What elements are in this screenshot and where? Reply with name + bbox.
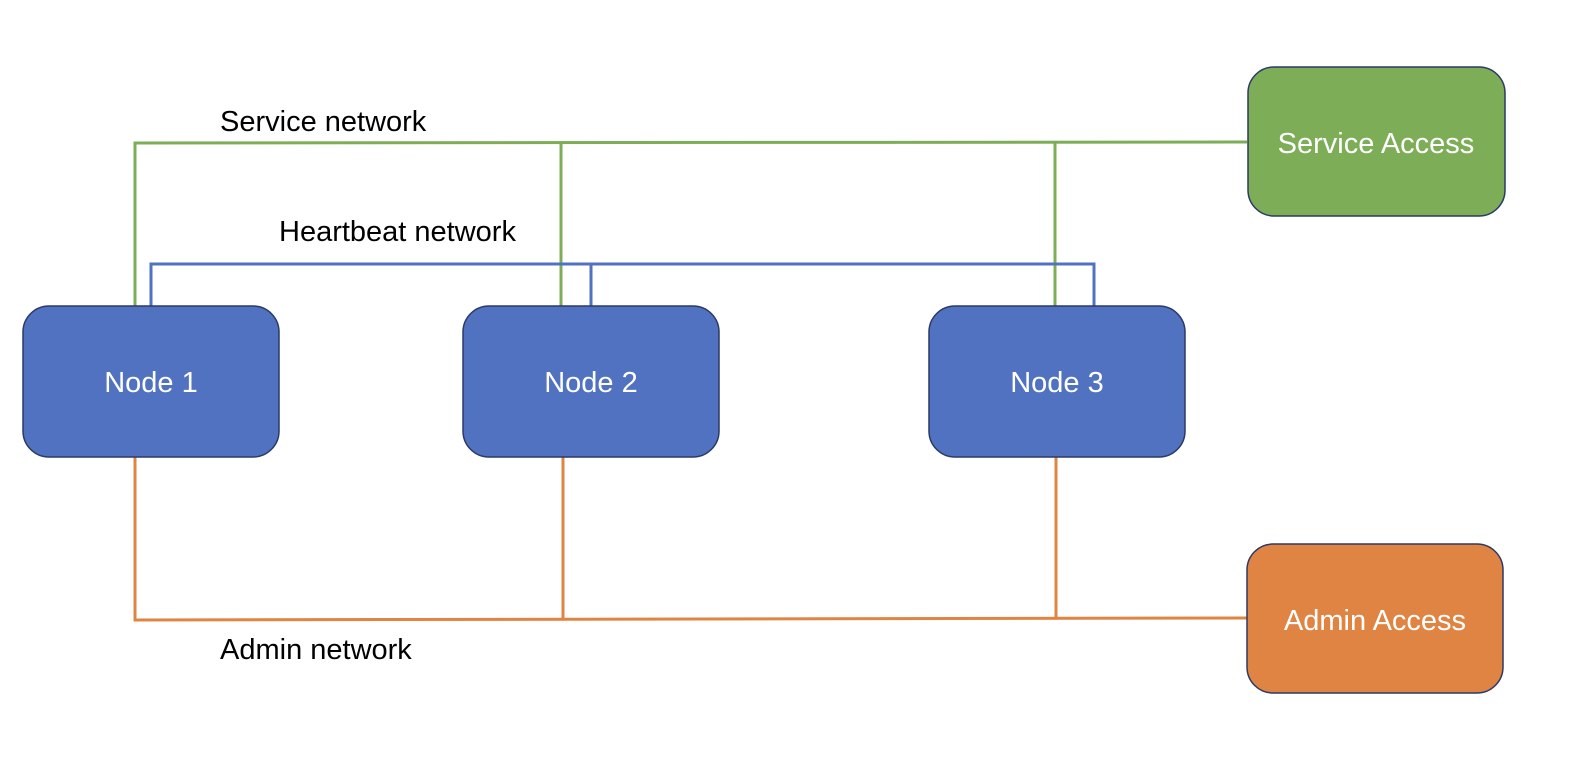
service-network-label: Service network	[220, 106, 427, 138]
node-box-2: Node 2	[462, 305, 720, 458]
node-box-1: Node 1	[22, 305, 280, 458]
node-1-shape	[22, 305, 280, 458]
heartbeat-network-label: Heartbeat network	[279, 216, 516, 248]
admin-access-shape	[1246, 543, 1504, 694]
node-box-3: Node 3	[928, 305, 1186, 458]
admin-access-box: Admin Access	[1246, 543, 1504, 694]
node-1-label: Node 1	[104, 367, 198, 399]
service-network-lines	[133, 140, 1248, 306]
admin-network-bus	[133, 457, 1248, 622]
admin-access-label: Admin Access	[1284, 605, 1466, 637]
node-2-label: Node 2	[544, 367, 638, 399]
heartbeat-network-lines	[149, 262, 1096, 306]
heartbeat-network-bus	[149, 262, 1096, 306]
service-access-box: Service Access	[1247, 66, 1506, 217]
admin-network-lines	[133, 457, 1248, 622]
service-access-label: Service Access	[1278, 128, 1475, 160]
service-network-bus	[133, 140, 1248, 306]
admin-network-label: Admin network	[220, 634, 412, 666]
node-2-shape	[462, 305, 720, 458]
service-access-shape	[1247, 66, 1506, 217]
node-3-shape	[928, 305, 1186, 458]
node-3-label: Node 3	[1010, 367, 1104, 399]
